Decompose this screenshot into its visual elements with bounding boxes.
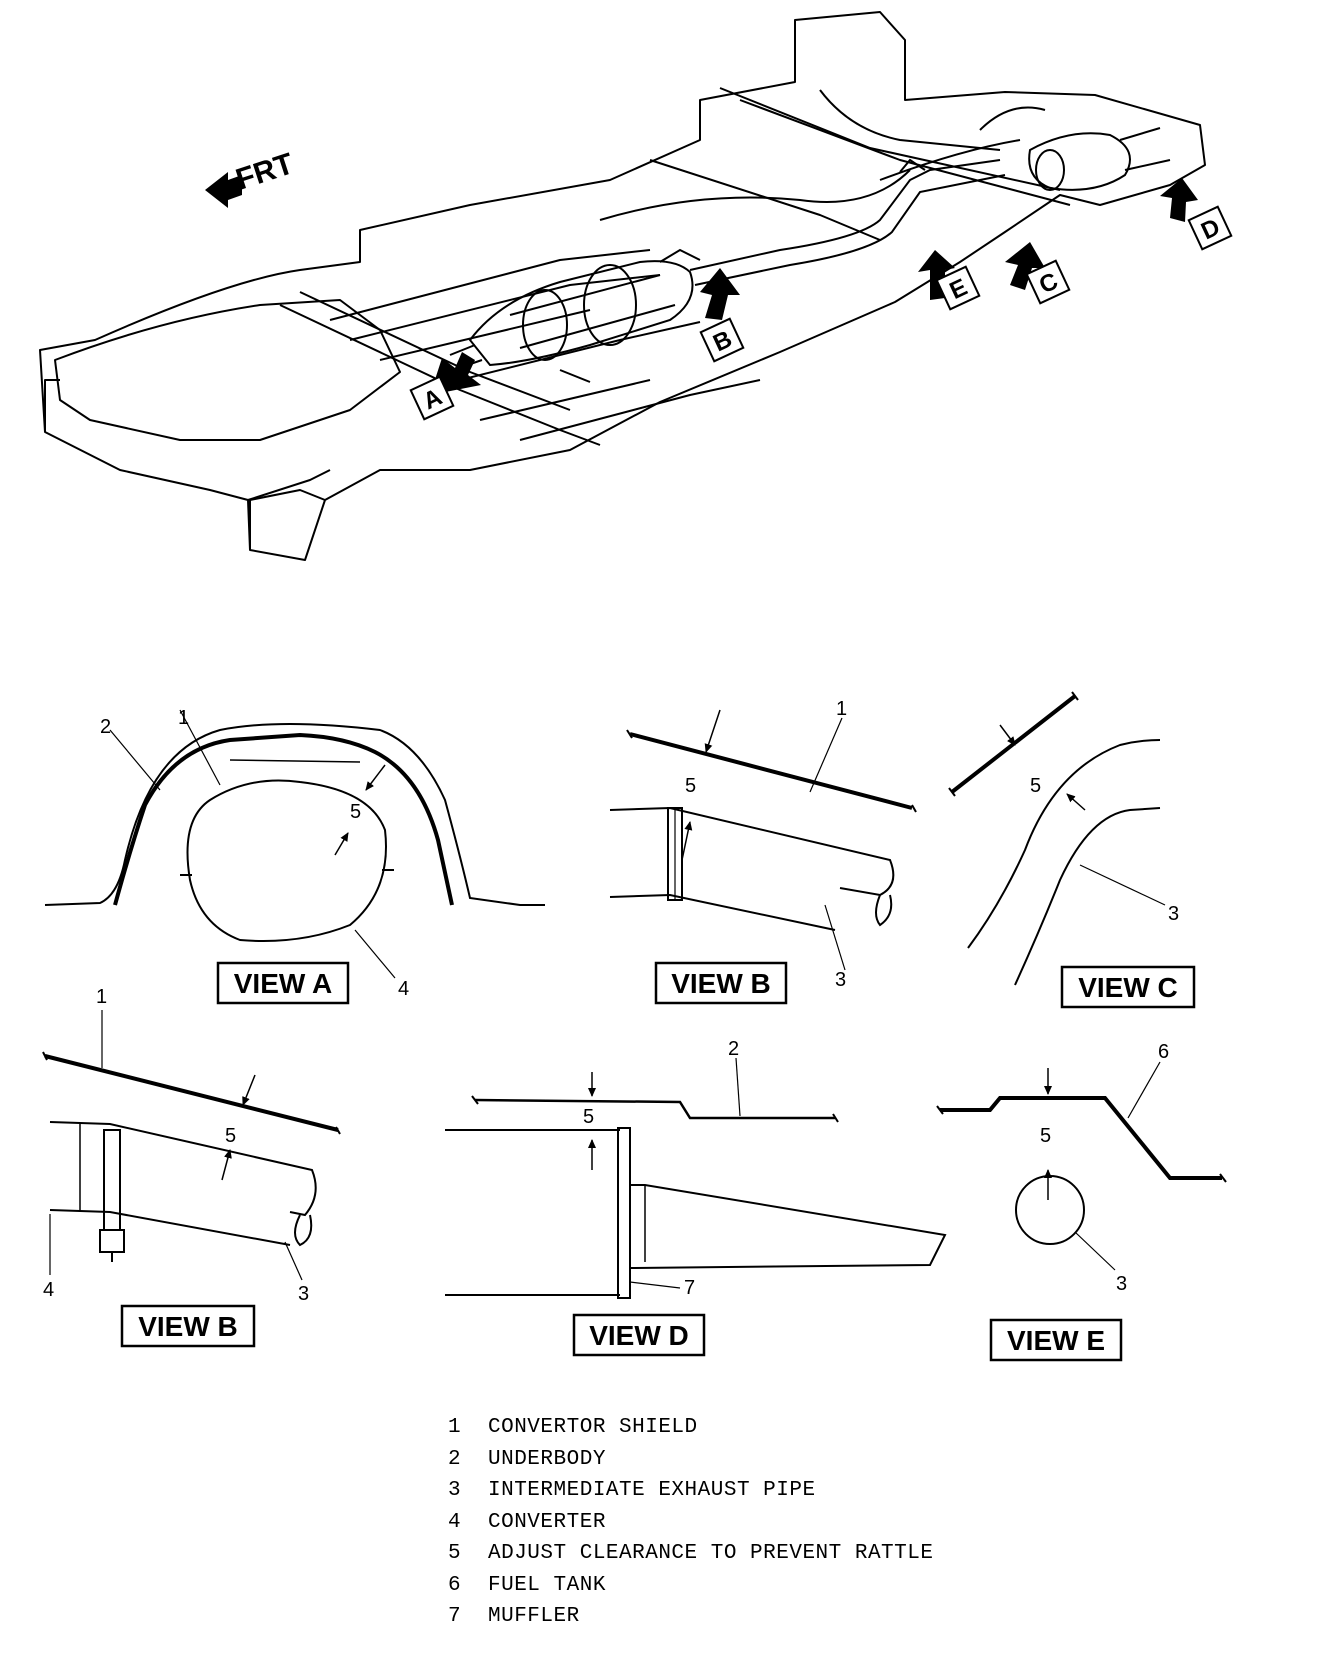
front-direction-indicator: FRT — [205, 147, 298, 208]
view-d-callouts: 2 5 7 — [583, 1038, 739, 1299]
parts-legend: 1 CONVERTOR SHIELD 2 UNDERBODY 3 INTERME… — [448, 1412, 1008, 1633]
view-a — [44, 709, 545, 979]
view-b1-callout-3: 3 — [835, 969, 846, 991]
view-a-title-text: VIEW A — [234, 968, 333, 999]
front-arrow-icon — [205, 172, 242, 208]
view-b2-title-text: VIEW B — [138, 1311, 238, 1342]
view-e-callout-3: 3 — [1116, 1273, 1127, 1295]
view-c-callout-3: 3 — [1168, 903, 1179, 925]
legend-number: 1 — [448, 1416, 462, 1440]
view-e-title: VIEW E — [989, 1318, 1123, 1362]
legend-item: 3 INTERMEDIATE EXHAUST PIPE — [448, 1475, 1008, 1507]
legend-label: ADJUST CLEARANCE TO PREVENT RATTLE — [488, 1542, 934, 1566]
view-e-callouts: 5 6 3 — [1040, 1041, 1169, 1295]
view-b2 — [42, 1010, 341, 1281]
legend-label: CONVERTOR SHIELD — [488, 1416, 698, 1440]
view-b2-callout-4: 4 — [43, 1279, 54, 1301]
legend-label: INTERMEDIATE EXHAUST PIPE — [488, 1479, 816, 1503]
view-b2-callouts: 1 5 3 4 — [43, 986, 309, 1305]
view-d-callout-2: 2 — [728, 1038, 739, 1060]
legend-item: 1 CONVERTOR SHIELD — [448, 1412, 1008, 1444]
view-c-title-text: VIEW C — [1078, 972, 1178, 1003]
view-e-title-text: VIEW E — [1007, 1325, 1105, 1356]
legend-label: CONVERTER — [488, 1510, 606, 1534]
view-pointer-b: B — [699, 268, 745, 363]
view-b1-title-text: VIEW B — [671, 968, 771, 999]
view-b2-callout-1: 1 — [96, 986, 107, 1008]
view-a-title: VIEW A — [216, 961, 350, 1005]
pointer-arrow-c-icon — [1005, 242, 1045, 290]
view-a-callout-4: 4 — [398, 978, 409, 1000]
view-b1-callout-1: 1 — [836, 698, 847, 720]
legend-number: 2 — [448, 1447, 462, 1471]
view-b2-title: VIEW B — [120, 1304, 256, 1348]
view-d-callout-5: 5 — [583, 1106, 594, 1128]
legend-item: 5 ADJUST CLEARANCE TO PREVENT RATTLE — [448, 1538, 1008, 1570]
view-d-title: VIEW D — [572, 1313, 706, 1357]
view-a-callout-2: 2 — [100, 716, 111, 738]
view-d — [445, 1057, 947, 1299]
view-pointer-c: C — [1005, 242, 1071, 305]
view-e-callout-5: 5 — [1040, 1125, 1051, 1147]
view-b2-callout-5: 5 — [225, 1125, 236, 1147]
legend-number: 5 — [448, 1542, 462, 1566]
legend-label: UNDERBODY — [488, 1447, 606, 1471]
legend-item: 6 FUEL TANK — [448, 1570, 1008, 1602]
legend-number: 3 — [448, 1479, 462, 1503]
view-e — [936, 1061, 1227, 1271]
legend-label: MUFFLER — [488, 1605, 580, 1629]
legend-item: 2 UNDERBODY — [448, 1444, 1008, 1476]
view-c — [948, 691, 1166, 986]
view-b2-callout-3: 3 — [298, 1283, 309, 1305]
pointer-arrow-d-icon — [1160, 178, 1198, 222]
view-c-title: VIEW C — [1060, 965, 1196, 1009]
view-b1 — [609, 709, 917, 971]
view-c-callout-5: 5 — [1030, 775, 1041, 797]
view-b1-title: VIEW B — [654, 961, 788, 1005]
pointer-arrow-e-icon — [918, 250, 955, 300]
view-a-callouts: 1 2 5 4 — [100, 707, 409, 1000]
view-pointer-d: D — [1160, 178, 1233, 251]
view-d-callout-7: 7 — [684, 1277, 695, 1299]
view-d-title-text: VIEW D — [589, 1320, 689, 1351]
view-pointer-e: E — [918, 250, 981, 311]
view-b1-callouts: 1 5 3 — [685, 698, 847, 991]
legend-number: 7 — [448, 1605, 462, 1629]
view-b1-callout-5: 5 — [685, 775, 696, 797]
view-e-callout-6: 6 — [1158, 1041, 1169, 1063]
legend-item: 4 CONVERTER — [448, 1507, 1008, 1539]
view-a-callout-5: 5 — [350, 801, 361, 823]
view-pointer-a: A — [409, 352, 481, 421]
legend-number: 4 — [448, 1510, 462, 1534]
view-c-callouts: 5 3 — [1030, 775, 1179, 925]
front-label: FRT — [232, 147, 298, 196]
overview-exhaust-system — [449, 127, 1171, 383]
legend-number: 6 — [448, 1573, 462, 1597]
legend-item: 7 MUFFLER — [448, 1601, 1008, 1633]
legend-label: FUEL TANK — [488, 1573, 606, 1597]
view-a-callout-1: 1 — [178, 707, 189, 729]
pointer-arrow-b-icon — [700, 268, 740, 320]
